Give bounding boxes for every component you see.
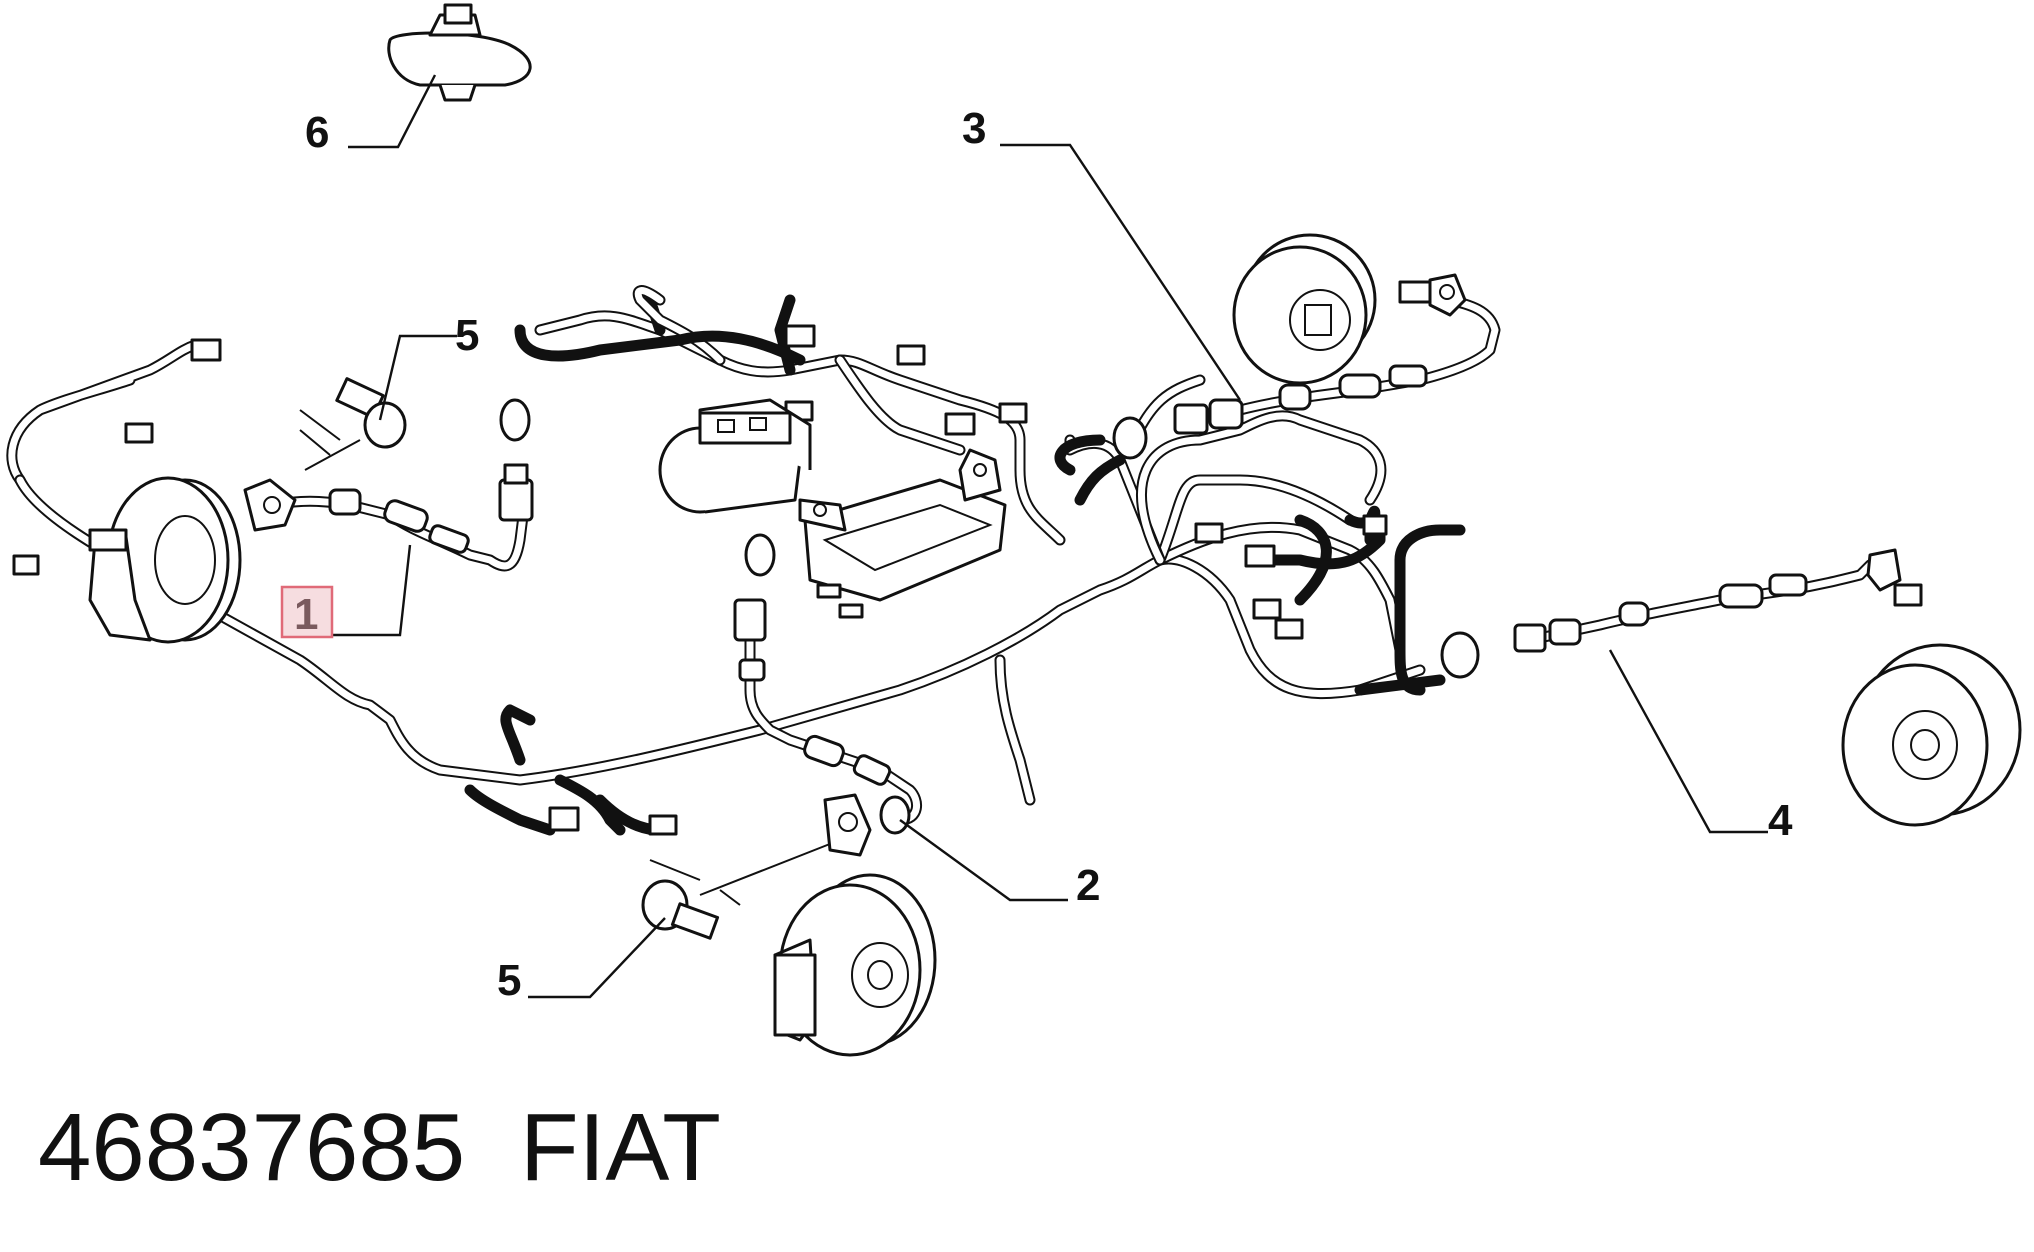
callout-1[interactable]: 1 — [294, 590, 318, 639]
callout-5-lower[interactable]: 5 — [497, 956, 521, 1005]
item-2-sensor-cable — [733, 598, 922, 857]
abs-control-unit — [658, 398, 812, 514]
item-4-sensor-cable — [1513, 548, 1923, 653]
callout-2[interactable]: 2 — [1076, 861, 1100, 910]
item-5-upper-sensor — [299, 377, 407, 471]
callout-leaders — [330, 74, 1768, 999]
callout-6[interactable]: 6 — [305, 108, 329, 157]
brand-name: FIAT — [520, 1094, 721, 1201]
callout-labels: 6 3 4 2 5 5 1 — [280, 104, 1793, 1005]
front-right-hub — [1841, 643, 2022, 827]
rear-left-hub — [88, 476, 242, 644]
callout-3[interactable]: 3 — [962, 104, 986, 153]
front-left-hub — [773, 873, 937, 1057]
item-6-clip — [387, 3, 532, 102]
rear-right-hub — [1232, 233, 1377, 385]
item-5-lower-sensor — [641, 839, 841, 940]
part-number: 46837685 — [38, 1094, 465, 1201]
callout-1-highlight — [280, 585, 334, 639]
footer: 46837685 FIAT — [38, 1094, 721, 1201]
callout-5-upper[interactable]: 5 — [455, 311, 479, 360]
mounting-bracket — [798, 448, 1007, 619]
callout-4[interactable]: 4 — [1768, 796, 1793, 845]
item-1-sensor-cable — [243, 463, 534, 572]
item-3-sensor-cable — [1173, 273, 1501, 435]
harness-connectors — [12, 324, 1480, 836]
